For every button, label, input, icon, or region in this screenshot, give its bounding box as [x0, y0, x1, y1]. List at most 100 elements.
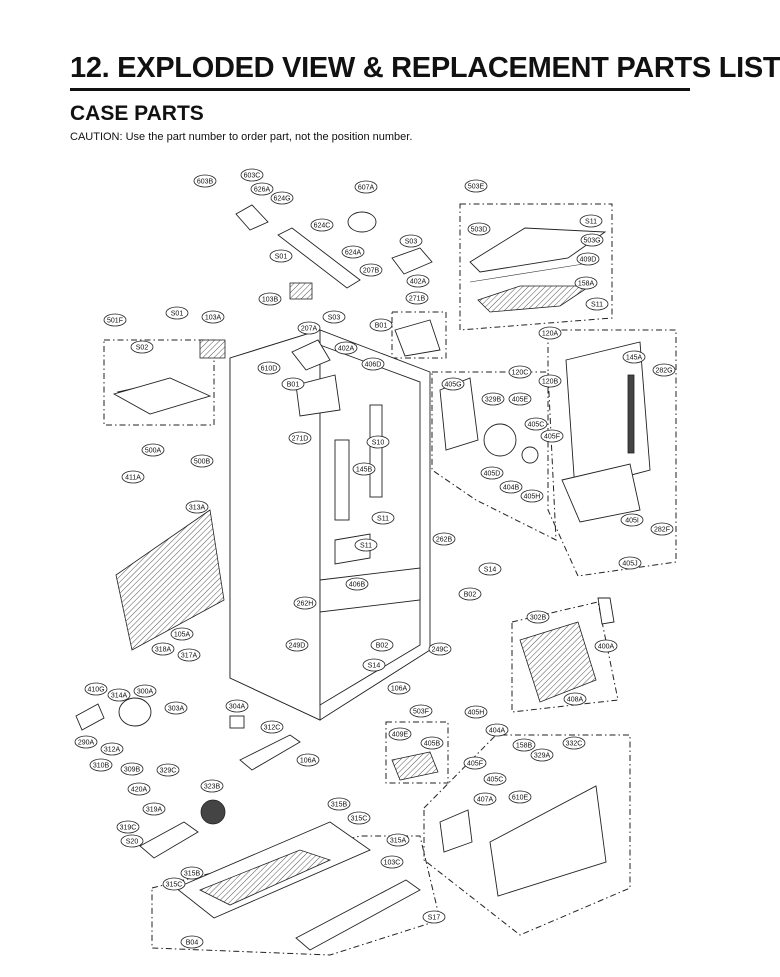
part-callout: B02 — [370, 638, 394, 652]
callout-bubble — [84, 682, 108, 696]
callout-bubble — [141, 443, 165, 457]
callout-bubble — [156, 763, 180, 777]
callout-bubble — [579, 214, 603, 228]
callout-bubble — [354, 538, 378, 552]
callout-label: 402A — [338, 346, 355, 353]
part-callout: 610E — [508, 790, 532, 804]
callout-bubble — [366, 435, 390, 449]
callout-label: 120B — [542, 379, 559, 386]
callout-label: 315B — [331, 802, 348, 809]
callout-bubble — [369, 318, 393, 332]
callout-bubble — [130, 340, 154, 354]
part-callout: 626A — [250, 182, 274, 196]
door-liner-120B — [565, 341, 651, 491]
callout-label: 145A — [626, 355, 643, 362]
part-callout: 409E — [388, 727, 412, 741]
part-callout: 315B — [327, 797, 351, 811]
part-callout: 106A — [387, 681, 411, 695]
callout-label: 262B — [436, 537, 453, 544]
part-callout: 500A — [141, 443, 165, 457]
sensor-304A — [229, 715, 245, 729]
callout-bubble — [345, 577, 369, 591]
callout-bubble — [508, 790, 532, 804]
callout-bubble — [420, 736, 444, 750]
part-callout: B04 — [180, 935, 204, 949]
callout-label: 207B — [363, 268, 380, 275]
callout-bubble — [463, 756, 487, 770]
callout-label: 103A — [205, 315, 222, 322]
callout-label: 271D — [292, 436, 309, 443]
callout-label: 405C — [528, 422, 545, 429]
part-callout: 329A — [530, 748, 554, 762]
callout-label: 310B — [93, 763, 110, 770]
dispenser-405I — [561, 463, 641, 523]
callout-label: 309B — [124, 767, 141, 774]
part-callout: S11 — [579, 214, 603, 228]
relay-410G — [75, 703, 105, 731]
part-callout: 302B — [526, 610, 550, 624]
fan-405E — [483, 423, 517, 457]
callout-label: S11 — [360, 543, 372, 550]
callout-bubble — [162, 877, 186, 891]
callout-bubble — [103, 313, 127, 327]
callout-label: 207A — [301, 326, 318, 333]
callout-label: 411A — [125, 475, 141, 482]
callout-bubble — [151, 642, 175, 656]
callout-label: B02 — [376, 643, 389, 650]
part-callout: 409D — [576, 252, 600, 266]
part-callout: S11 — [371, 511, 395, 525]
title-underline — [70, 88, 690, 91]
part-callout: S14 — [362, 658, 386, 672]
callout-bubble — [281, 377, 305, 391]
part-callout: 503E — [464, 179, 488, 193]
cabinet-divider — [319, 567, 421, 613]
callout-bubble — [620, 513, 644, 527]
callout-bubble — [322, 310, 346, 324]
part-callout: 304A — [225, 699, 249, 713]
callout-label: 329A — [534, 753, 551, 760]
part-callout: 303A — [164, 701, 188, 715]
callout-bubble — [296, 753, 320, 767]
upper-parts — [199, 204, 441, 417]
callout-bubble — [164, 701, 188, 715]
callout-bubble — [185, 500, 209, 514]
part-callout: 207A — [297, 321, 321, 335]
back-panel — [115, 509, 225, 651]
callout-bubble — [127, 782, 151, 796]
callout-bubble — [334, 341, 358, 355]
callout-bubble — [193, 174, 217, 188]
part-callout: 120C — [508, 365, 532, 379]
callout-bubble — [89, 758, 113, 772]
part-callout: 329C — [156, 763, 180, 777]
callout-label: 410G — [87, 687, 104, 694]
part-callout: 314A — [107, 688, 131, 702]
callout-label: 400A — [598, 644, 615, 651]
callout-label: 120C — [512, 370, 529, 377]
callout-bubble — [387, 681, 411, 695]
callout-label: 313A — [189, 505, 206, 512]
part-callout: 310B — [89, 758, 113, 772]
callout-label: S14 — [368, 663, 381, 670]
part-callout: 317A — [177, 648, 201, 662]
callout-bubble — [585, 297, 609, 311]
part-callout: 503D — [467, 222, 491, 236]
callout-bubble — [240, 168, 264, 182]
callout-bubble — [386, 833, 410, 847]
callout-label: 249D — [289, 643, 306, 650]
part-callout: 410G — [84, 682, 108, 696]
callout-label: 500A — [145, 448, 162, 455]
part-callout: 249C — [428, 642, 452, 656]
part-callout: 405C — [483, 772, 507, 786]
callout-bubble — [165, 306, 189, 320]
callout-bubble — [293, 596, 317, 610]
rail-145A — [627, 374, 635, 454]
bracket-207B — [391, 247, 433, 275]
part-callout: 406B — [345, 577, 369, 591]
callout-label: S01 — [275, 254, 288, 261]
callout-label: 405E — [512, 397, 529, 404]
part-callout: S03 — [399, 234, 423, 248]
part-callout: 315C — [162, 877, 186, 891]
callout-bubble — [120, 834, 144, 848]
fan-607A — [347, 211, 377, 233]
